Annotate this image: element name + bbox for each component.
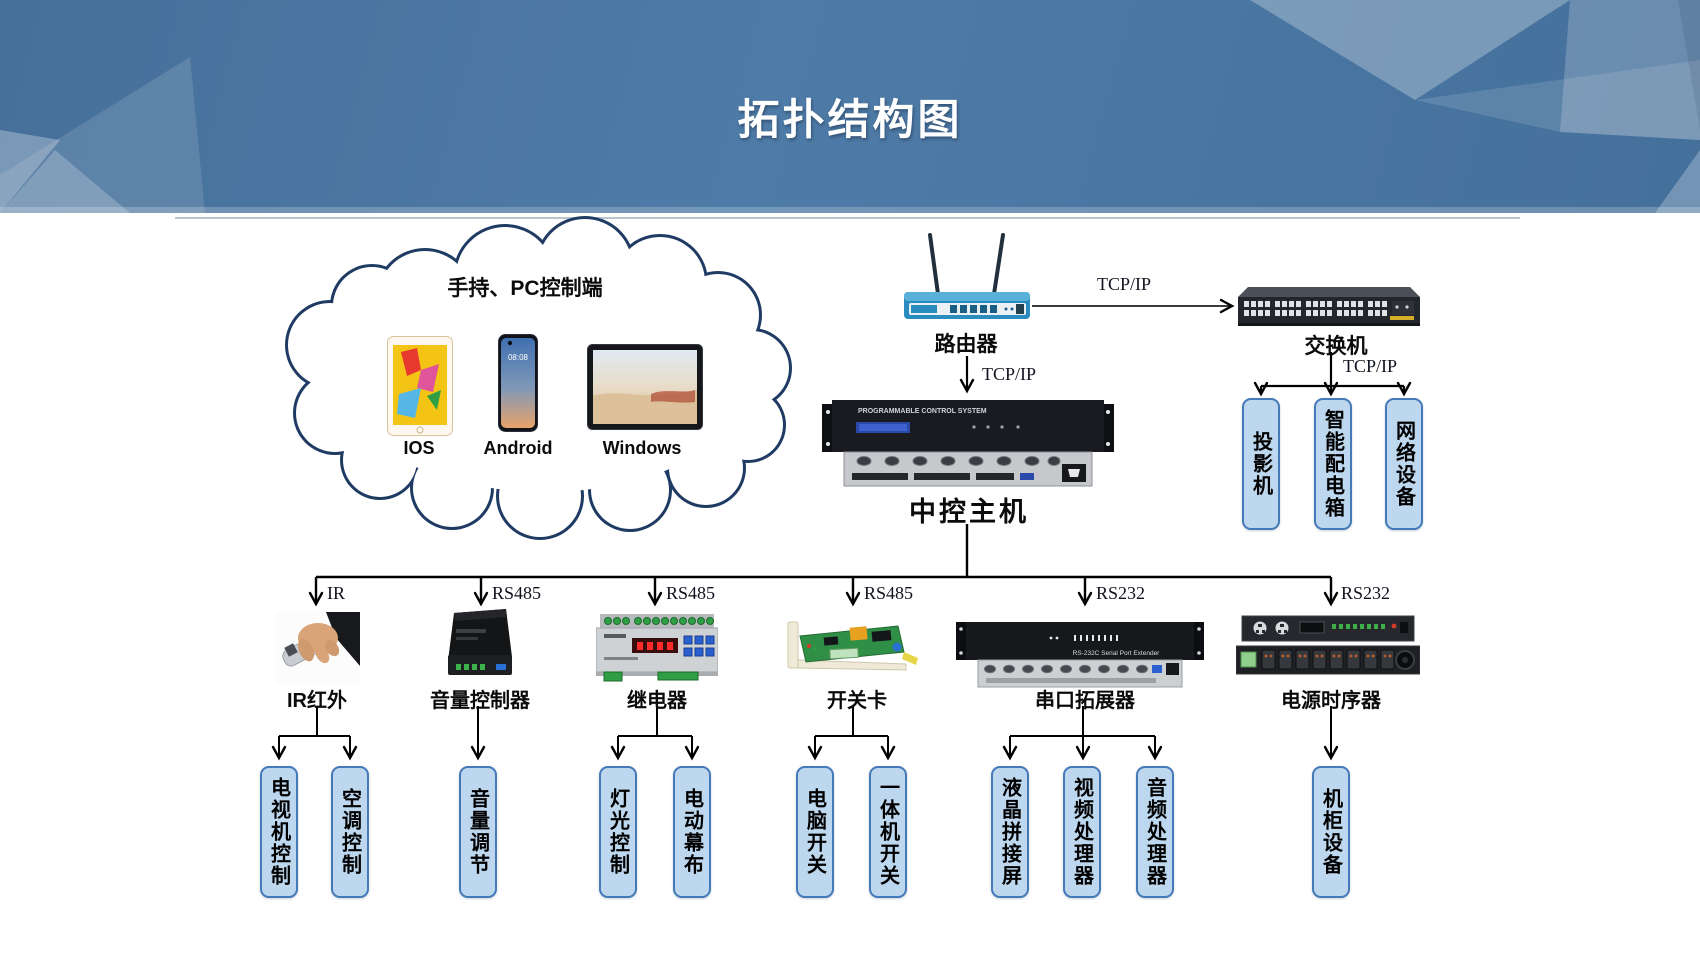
power-sequencer-image <box>1236 615 1420 675</box>
link-label-switch-down: TCP/IP <box>1343 356 1398 376</box>
banner-triangle <box>0 57 205 213</box>
leaf-box-audio-processor: 音频处理器 <box>1136 766 1174 898</box>
leaf-box-video-processor: 视频处理器 <box>1063 766 1101 898</box>
platform-label-windows: Windows <box>602 438 682 458</box>
title-banner: 拓扑结构图 <box>0 0 1700 213</box>
device-label-relay: 继电器 <box>627 690 687 712</box>
leaf-box-pc-switch: 电脑开关 <box>796 766 834 898</box>
serial-expander-image: RS-232C Serial Port Extender <box>956 622 1204 688</box>
device-label-volume-controller: 音量控制器 <box>430 690 530 712</box>
switch-image <box>1238 287 1420 326</box>
leaf-box-aio-switch: 一体机开关 <box>869 766 907 898</box>
protocol-label-ir: IR <box>327 583 345 603</box>
page-title: 拓扑结构图 <box>737 96 963 143</box>
protocol-label-rs232-1: RS232 <box>1096 583 1146 603</box>
cloud-label: 手持、PC控制端 <box>447 277 603 300</box>
protocol-label-rs485-1: RS485 <box>492 583 542 603</box>
device-label-power-sequencer: 电源时序器 <box>1281 690 1381 712</box>
bus <box>308 575 1339 607</box>
banner-triangle <box>0 150 130 213</box>
volume-controller-image <box>448 609 512 675</box>
protocol-label-rs485-3: RS485 <box>864 583 914 603</box>
leaf-trees <box>271 706 1339 761</box>
leaf-box-ac-control: 空调控制 <box>331 766 369 898</box>
leaf-box-lcd-wall: 液晶拼接屏 <box>991 766 1029 898</box>
banner-geometry <box>0 0 1700 213</box>
switch-card-image <box>787 621 918 671</box>
banner-triangle <box>1250 0 1570 100</box>
leaf-box-rack-equipment: 机柜设备 <box>1312 766 1350 898</box>
leaf-box-volume-adjust: 音量调节 <box>459 766 497 898</box>
cloud-shape <box>285 216 792 540</box>
node-box-projector: 投影机 <box>1242 398 1280 530</box>
device-label-switch-card: 开关卡 <box>827 690 887 712</box>
router-label: 路由器 <box>934 333 998 356</box>
leaf-box-motor-screen: 电动幕布 <box>673 766 711 898</box>
router-image <box>904 233 1030 319</box>
device-label-ir: IR红外 <box>287 690 347 712</box>
separator-line <box>175 217 1520 219</box>
link-label-router-host: TCP/IP <box>982 364 1037 384</box>
host-label: 中控主机 <box>909 497 1029 527</box>
ir-remote-hand-image <box>276 612 360 684</box>
platform-label-android: Android <box>483 438 553 458</box>
protocol-label-rs232-2: RS232 <box>1341 583 1391 603</box>
platform-label-ios: IOS <box>403 438 435 458</box>
protocol-label-rs485-2: RS485 <box>666 583 716 603</box>
node-box-power-distribution: 智能配电箱 <box>1314 398 1352 530</box>
banner-triangle <box>1655 150 1700 213</box>
link-label-router-switch: TCP/IP <box>1097 274 1152 294</box>
ipad-image <box>387 336 453 436</box>
switch-label: 交换机 <box>1304 335 1368 358</box>
banner-triangle <box>0 130 60 213</box>
phone-image: 08:08 <box>498 334 538 432</box>
expander-panel-text: RS-232C Serial Port Extender <box>1073 650 1161 657</box>
host-image: PROGRAMMABLE CONTROL SYSTEM <box>822 400 1114 487</box>
node-box-network-devices: 网络设备 <box>1385 398 1423 530</box>
laptop-image <box>587 344 703 430</box>
phone-time: 08:08 <box>508 353 529 362</box>
leaf-box-light-control: 灯光控制 <box>599 766 637 898</box>
host-panel-text: PROGRAMMABLE CONTROL SYSTEM <box>858 408 987 415</box>
leaf-box-tv-control: 电视机控制 <box>260 766 298 898</box>
relay-module-image <box>596 614 718 682</box>
banner-triangle <box>1678 0 1700 130</box>
banner-triangle <box>1560 0 1700 140</box>
banner-triangle <box>1415 60 1700 140</box>
banner-bottom-strip <box>0 207 1700 213</box>
device-label-serial-expander: 串口拓展器 <box>1035 690 1135 712</box>
